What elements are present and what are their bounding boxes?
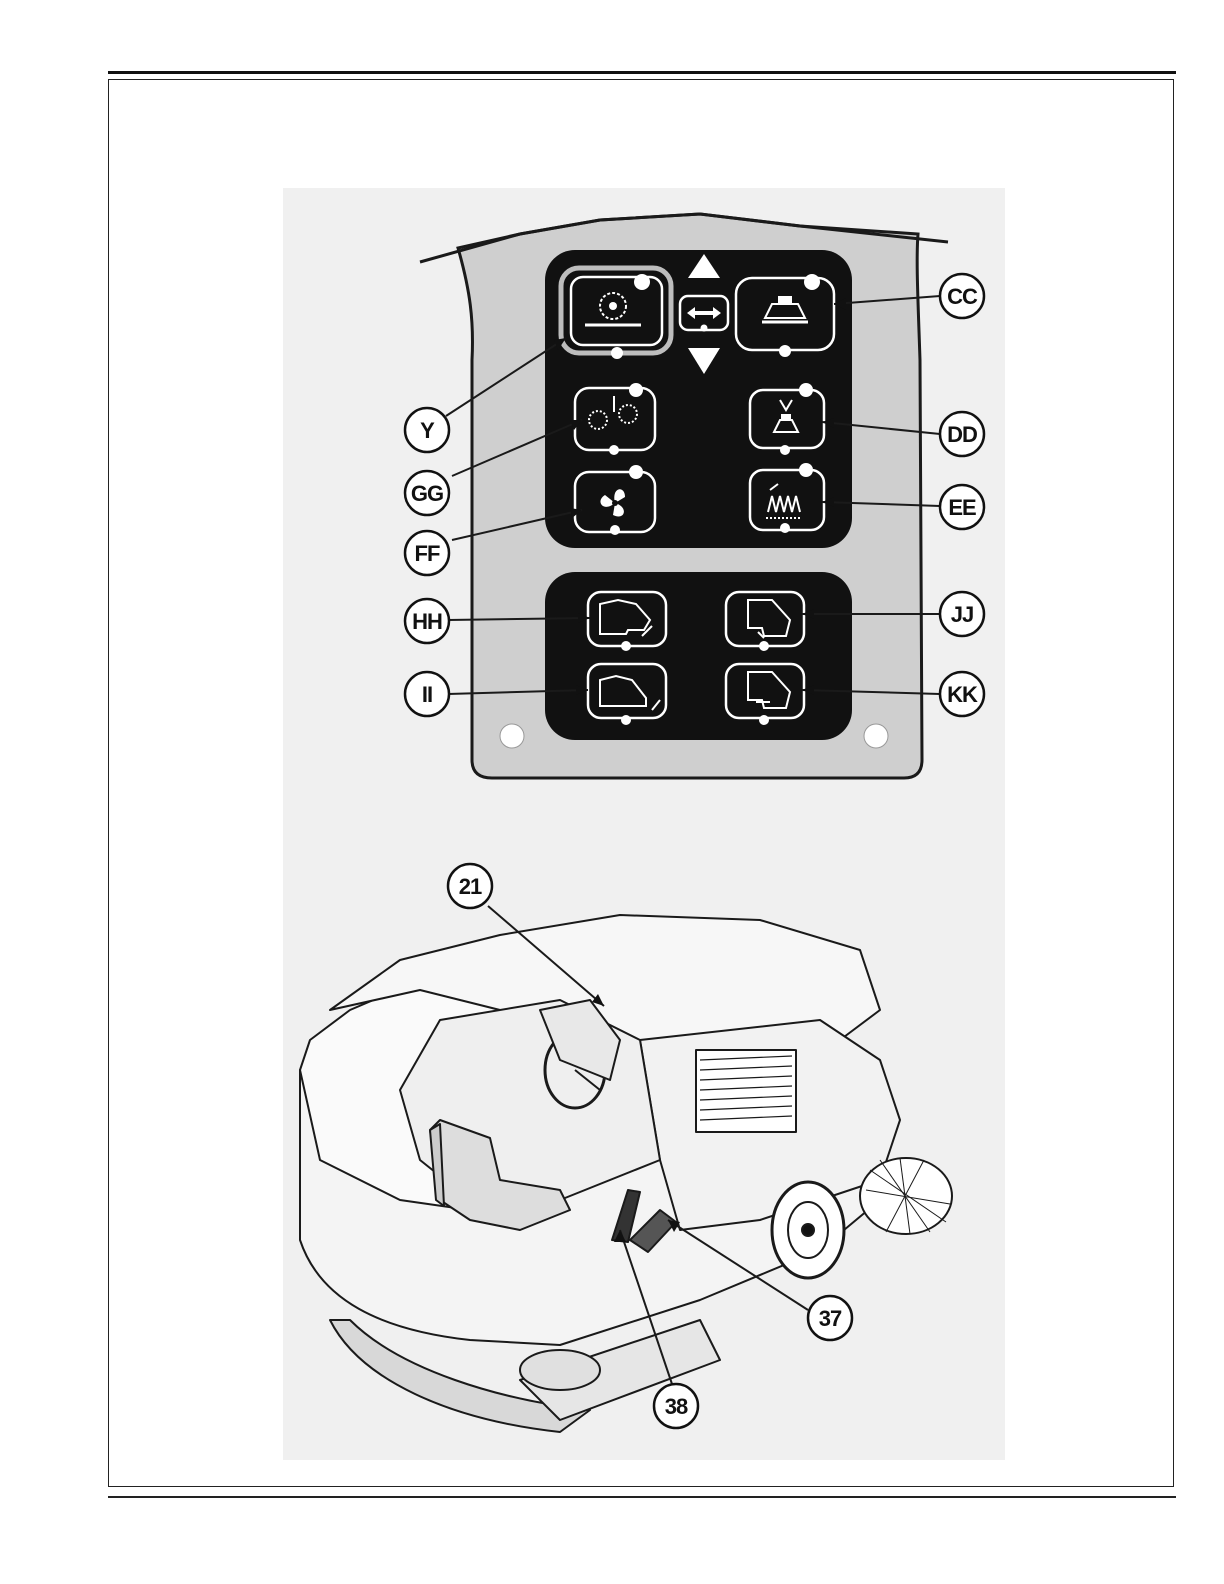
callout-dd: DD [940, 412, 984, 456]
callout-21: 21 [448, 864, 492, 908]
rear-wheel [520, 1350, 600, 1390]
mounting-screw-right [864, 724, 888, 748]
svg-text:37: 37 [819, 1306, 842, 1331]
svg-text:Y: Y [420, 418, 435, 443]
power-icon [611, 347, 623, 359]
upper-keypad [545, 250, 852, 548]
svg-text:GG: GG [411, 481, 443, 506]
svg-text:CC: CC [947, 284, 978, 309]
callout-jj: JJ [940, 592, 984, 636]
mounting-screw-left [500, 724, 524, 748]
svg-text:KK: KK [947, 682, 978, 707]
front-wheel [772, 1182, 844, 1278]
callout-cc: CC [940, 274, 984, 318]
svg-text:EE: EE [948, 495, 976, 520]
svg-text:II: II [422, 682, 432, 707]
callout-ee: EE [940, 485, 984, 529]
svg-text:38: 38 [665, 1394, 688, 1419]
callout-hh: HH [405, 599, 449, 643]
svg-text:DD: DD [947, 422, 977, 447]
side-brush [860, 1158, 952, 1234]
callout-38: 38 [654, 1384, 698, 1428]
machine-illustration [300, 915, 952, 1432]
control-panel: Y GG FF CC DD EE HH II [405, 214, 984, 778]
callout-37: 37 [808, 1296, 852, 1340]
svg-text:HH: HH [412, 609, 442, 634]
callout-kk: KK [940, 672, 984, 716]
svg-text:21: 21 [459, 874, 482, 899]
callout-ii: II [405, 672, 449, 716]
callout-ff: FF [405, 531, 449, 575]
callout-gg: GG [405, 471, 449, 515]
svg-text:JJ: JJ [951, 602, 973, 627]
callout-y: Y [405, 408, 449, 452]
svg-text:FF: FF [415, 541, 440, 566]
